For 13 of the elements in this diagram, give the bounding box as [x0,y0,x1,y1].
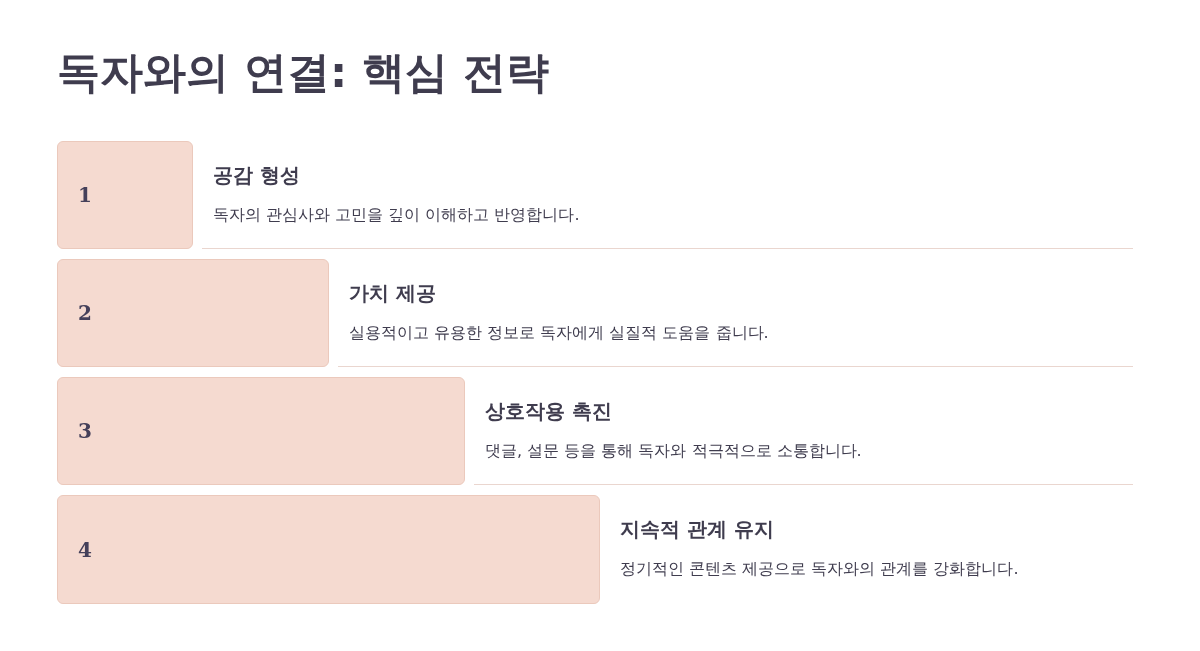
step-description: 댓글, 설문 등을 통해 독자와 적극적으로 소통합니다. [485,440,862,462]
step-heading: 상호작용 촉진 [485,398,612,425]
step-box: 1 [57,141,193,249]
step-heading: 가치 제공 [349,280,436,307]
step-box: 3 [57,377,465,485]
step-heading: 지속적 관계 유지 [620,516,774,543]
step-heading: 공감 형성 [213,162,300,189]
step-box: 2 [57,259,329,367]
step-description: 실용적이고 유용한 정보로 독자에게 실질적 도움을 줍니다. [349,322,769,344]
step-box: 4 [57,495,600,604]
step-description: 정기적인 콘텐츠 제공으로 독자와의 관계를 강화합니다. [620,558,1019,580]
title: 독자와의 연결: 핵심 전략 [57,46,550,99]
step-description: 독자의 관심사와 고민을 깊이 이해하고 반영합니다. [213,204,580,226]
